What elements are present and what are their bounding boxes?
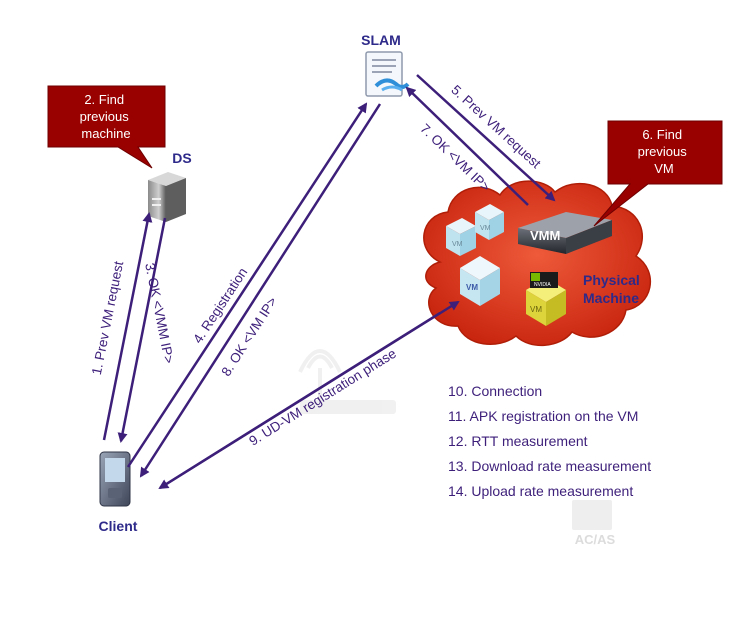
arrow-prev-vm-request-to-vmm [416,74,556,202]
callout-find-previous-vm: 6. Find previous VM [593,120,723,227]
slam-label: SLAM [361,32,401,48]
vm-label: VM [480,225,491,232]
arrow-registration-to-slam [126,102,368,468]
step-14: 14. Upload rate measurement [448,483,633,499]
step-13: 13. Download rate measurement [448,458,651,474]
step-10: 10. Connection [448,383,542,399]
client-phone-icon [99,451,131,507]
callout-ds-line-3: machine [81,126,130,141]
ds-server-icon [148,172,186,222]
svg-text:6. Find previous V: 6. Find previous VM [638,127,691,176]
callout-find-previous-machine: 2. Find previous machine [47,85,166,169]
physical-machine-label: Physical Machine [583,272,644,306]
callout-ds-line-2: previous [80,109,130,124]
acas-label: AC/AS [575,532,616,547]
callout-ds-line-1: 2. Find [84,92,124,107]
svg-text:2. Find previous m: 2. Find previous machine [80,92,133,141]
nvidia-logo-icon: NVIDIA [530,272,558,288]
callout-vmm-line-3: VM [654,161,674,176]
physical-machine-line-2: Machine [583,290,639,306]
physical-machine-line-1: Physical [583,272,640,288]
client-label: Client [99,518,138,534]
watermark-acas-server [572,500,612,530]
vm-cube-2: VM [475,204,504,240]
steps-list: 10. Connection 11. APK registration on t… [448,383,651,499]
step-11: 11. APK registration on the VM [448,408,638,424]
gpu-label: NVIDIA [534,282,551,288]
arrow-prev-vm-request-to-ds [102,212,153,441]
vmm-server-icon [518,212,612,254]
arrow-ud-vm-registration-phase-back [158,311,441,490]
callout-vmm-line-2: previous [638,144,688,159]
label-step-7: 7. OK <VM IP> [417,121,493,195]
vm-cube-1: VM [446,218,476,256]
callout-vmm-line-1: 6. Find [642,127,682,142]
label-step-9: 9. UD-VM registration phase [246,346,398,449]
arrow-ok-vmm-ip-to-client [117,217,167,443]
slam-document-icon [365,51,410,97]
arrow-ok-vm-ip-to-slam [405,86,529,206]
vm-label: VM [452,241,463,248]
vm-label: VM [466,283,478,292]
vm-cube-3: VM [460,256,500,306]
step-12: 12. RTT measurement [448,433,588,449]
watermark-access-point [298,349,396,414]
arrow-ok-vm-ip-to-client [139,103,382,478]
vm-label: VM [530,305,542,314]
ds-label: DS [172,150,191,166]
vmm-label: VMM [530,228,560,243]
